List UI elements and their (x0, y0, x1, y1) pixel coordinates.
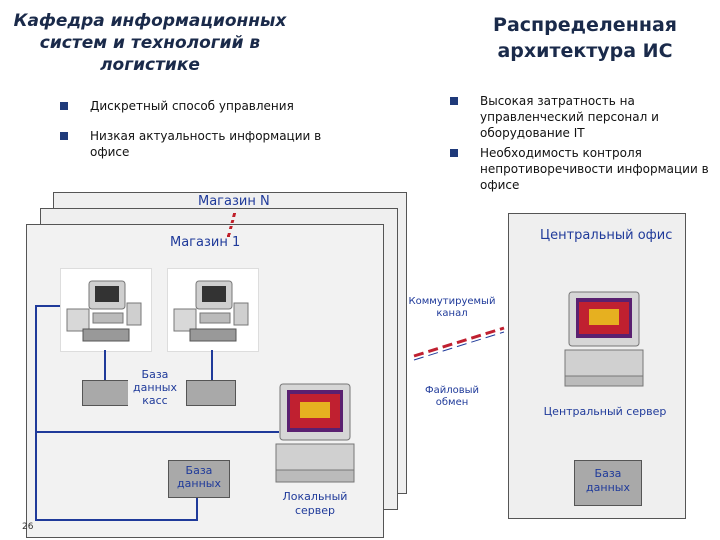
bullet-square-icon (450, 97, 458, 105)
computer-icon (275, 383, 355, 483)
central-office-label: Центральный офис (540, 228, 673, 243)
switched-channel-label: Коммутируемый канал (408, 296, 496, 319)
right-bullet-list: Высокая затратность на управленческий пе… (450, 93, 718, 205)
channel-link-icon (413, 326, 505, 361)
computer-icon (564, 291, 644, 387)
bullet-square-icon (60, 102, 68, 110)
pos-terminal-icon (66, 280, 142, 342)
bullet-item: Дискретный способ управления (60, 98, 360, 114)
store-n-label: Магазин N (198, 194, 270, 209)
slide-title: Распределенная архитектура ИС (493, 14, 677, 62)
central-server-label: Центральный сервер (543, 405, 667, 418)
bullet-item: Низкая актуальность информации в офисе (60, 128, 360, 160)
pos-db-box (186, 380, 236, 406)
left-bullet-list: Дискретный способ управления Низкая акту… (60, 98, 360, 172)
pos-terminal-icon (173, 280, 249, 342)
local-server-label: Локальный сервер (282, 490, 348, 517)
bullet-square-icon (60, 132, 68, 140)
store-1-label: Магазин 1 (170, 235, 241, 250)
pos-db-box (82, 380, 130, 406)
pos-terminal-image (167, 268, 259, 352)
bullet-square-icon (450, 149, 458, 157)
bullet-item: Высокая затратность на управленческий пе… (450, 93, 718, 141)
central-db-box: База данных (574, 460, 642, 506)
file-exchange-label: Файловый обмен (424, 385, 480, 408)
pos-db-label-box: База данных касс (128, 368, 182, 407)
store-db-box: База данных (168, 460, 230, 498)
department-title: Кафедра информационных систем и технолог… (13, 11, 287, 75)
local-server-image (274, 382, 356, 484)
central-server-image (563, 290, 645, 388)
bullet-item: Необходимость контроля непротиворечивост… (450, 145, 718, 193)
page-number: 26 (22, 522, 34, 532)
